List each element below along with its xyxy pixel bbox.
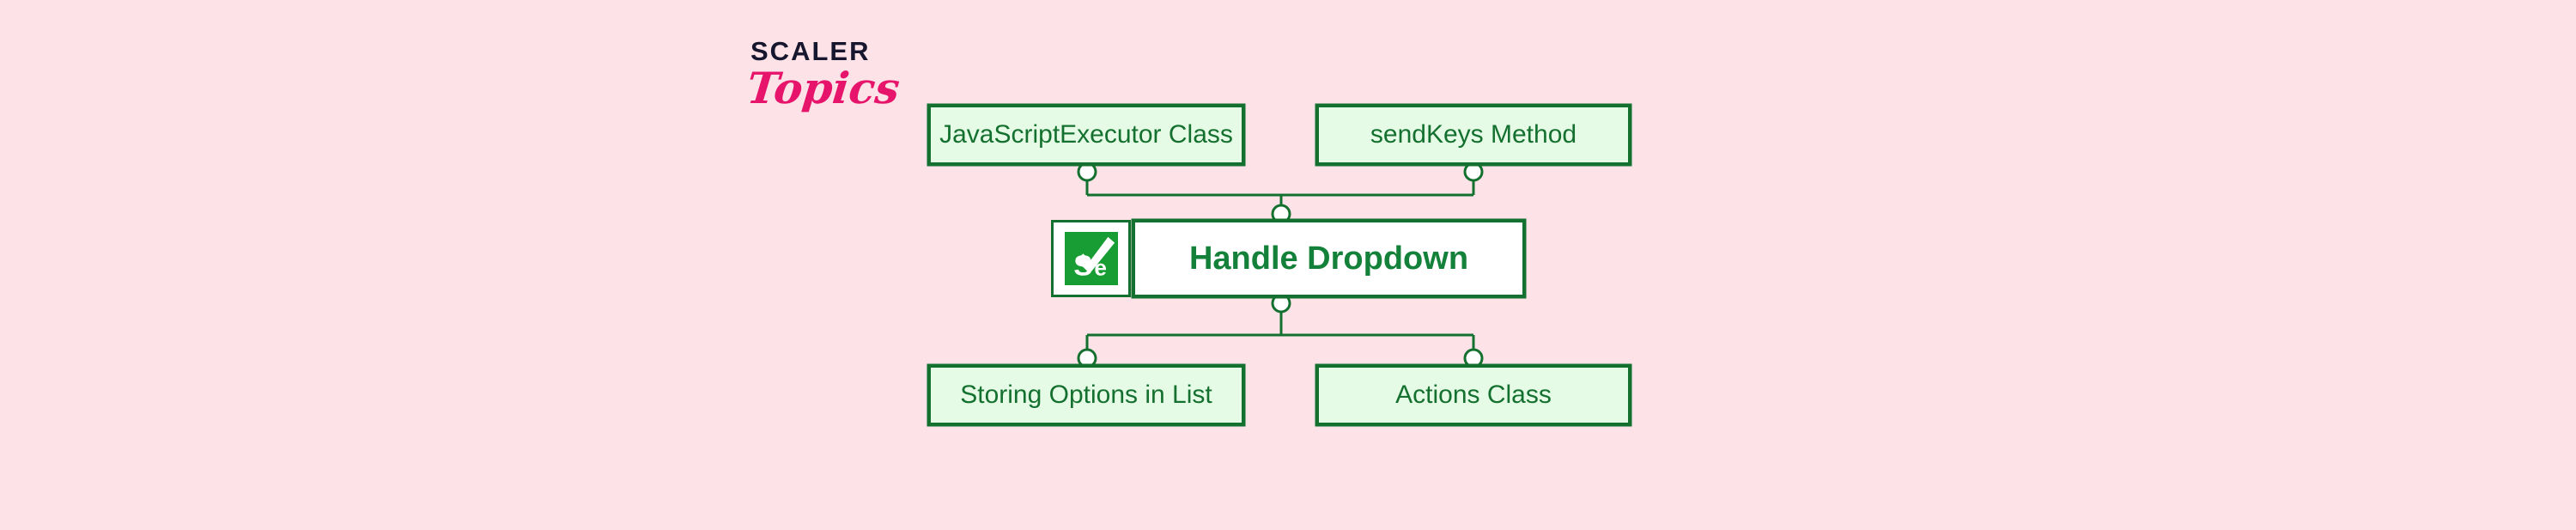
center-node-label: Handle Dropdown bbox=[1188, 240, 1469, 277]
center-label-cell: Handle Dropdown bbox=[1133, 220, 1525, 297]
selenium-logo-cell: S e bbox=[1051, 220, 1131, 297]
node-javascriptexecutor-class[interactable]: JavaScriptExecutor Class bbox=[928, 105, 1244, 165]
node-label: Storing Options in List bbox=[960, 381, 1212, 409]
logo-wordmark-scaler: SCALER bbox=[750, 36, 871, 66]
scaler-topics-logo: SCALER Topics bbox=[744, 36, 946, 132]
selenium-logo-icon: S e bbox=[1064, 232, 1118, 285]
node-label: JavaScriptExecutor Class bbox=[939, 120, 1233, 149]
node-label: sendKeys Method bbox=[1370, 120, 1577, 149]
svg-text:e: e bbox=[1094, 254, 1107, 280]
node-handle-dropdown[interactable]: S e Handle Dropdown bbox=[1051, 220, 1525, 297]
node-sendkeys-method[interactable]: sendKeys Method bbox=[1316, 105, 1631, 165]
node-actions-class[interactable]: Actions Class bbox=[1316, 365, 1631, 425]
svg-text:S: S bbox=[1073, 249, 1092, 281]
node-storing-options-in-list[interactable]: Storing Options in List bbox=[928, 365, 1244, 425]
node-label: Actions Class bbox=[1395, 381, 1552, 409]
